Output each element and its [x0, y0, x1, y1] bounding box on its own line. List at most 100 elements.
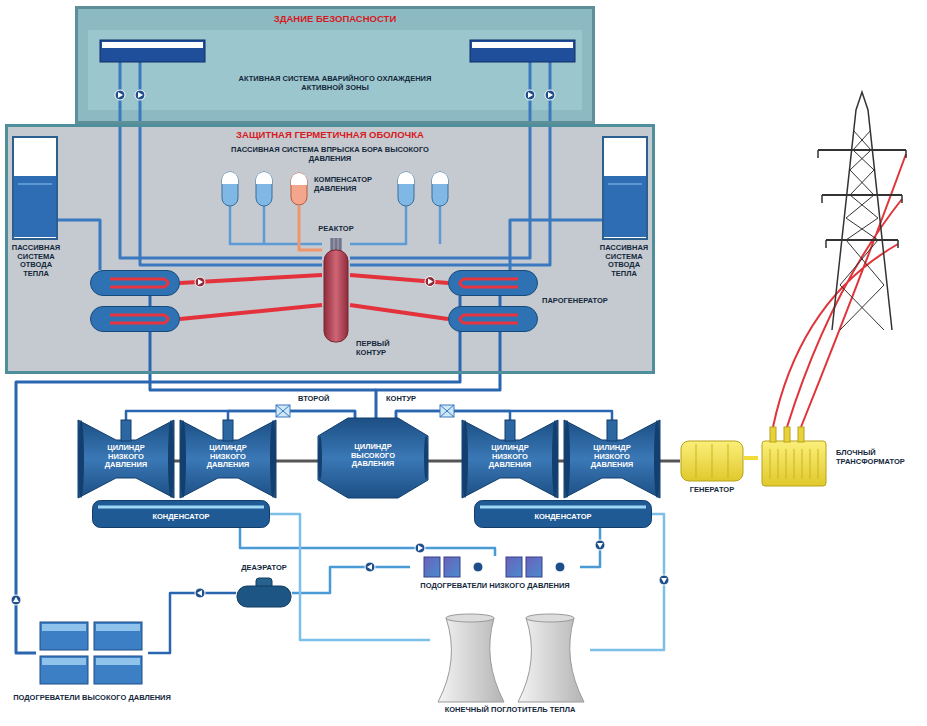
lp-heaters-shape-part: [473, 562, 483, 572]
eccs-tank-top: [472, 42, 573, 48]
text-slot: ПАССИВНАЯ СИСТЕМА ОТВОДА ТЕПЛА: [10, 244, 62, 279]
label-text: ЦИЛИНДР НИЗКОГО ДАВЛЕНИЯ: [476, 444, 544, 470]
sg-tubes: [460, 315, 518, 323]
reheater-mark: [276, 405, 290, 417]
label-text: КОНТУР: [386, 395, 428, 404]
pump-mark: [548, 92, 553, 98]
label-text: ПАССИВНАЯ СИСТЕМА ОТВОДА ТЕПЛА: [598, 244, 650, 279]
steam-generator-shape-part: [449, 271, 538, 296]
pipe-connector: [660, 460, 680, 463]
label-text: ЦИЛИНДР НИЗКОГО ДАВЛЕНИЯ: [92, 444, 160, 470]
pump-body: [425, 277, 435, 287]
text-slot: ДЕАЭРАТОР: [230, 564, 298, 573]
lp-cylinder: ЦИЛИНДР НИЗКОГО ДАВЛЕНИЯ: [462, 420, 558, 498]
pump-body: [195, 588, 205, 598]
sg-shell: [91, 271, 180, 296]
text-slot: ВТОРОЙ: [298, 395, 338, 404]
hp-heaters-shape-part: [94, 622, 142, 650]
accumulator-top: [398, 172, 414, 184]
passive-heat-tank-shape-part: [604, 176, 646, 237]
safety-building-inner: [88, 30, 582, 110]
label-text: ПАРОГЕНЕРАТОР: [542, 297, 616, 306]
deaerator: ДЕАЭРАТОР: [236, 578, 292, 608]
pump-symbol: [545, 90, 555, 100]
hp-heaters-shape-part: [42, 658, 86, 665]
reactor-vessel: РЕАКТОР: [322, 238, 350, 342]
deaerator-shape-part: [237, 586, 291, 607]
hp-cylinder-shape-part: [318, 418, 428, 498]
eccs-tank: [100, 40, 205, 62]
lp-heaters-shape-part: [506, 557, 522, 577]
steam-generator-shape-part: [460, 279, 518, 287]
pipe-connector: [228, 411, 355, 420]
lp-cylinder-shape-part: [78, 420, 84, 498]
cooling-towers-shape-part: [526, 614, 574, 622]
pipe-connector: [120, 124, 322, 258]
pump-mark: [661, 578, 667, 583]
pump-mark: [418, 545, 423, 551]
generator: ГЕНЕРАТОР: [680, 440, 744, 482]
text-slot: БЛОЧНЫЙ ТРАНСФОРМАТОР: [836, 449, 920, 466]
label-text: КОНДЕНСАТОР: [474, 513, 652, 522]
reactor-vessel-shape: [322, 238, 350, 342]
pipe-connector: [292, 567, 410, 593]
lp-heaters-shape-part: [424, 557, 440, 577]
text-slot: ЦИЛИНДР НИЗКОГО ДАВЛЕНИЯ: [578, 444, 646, 470]
label-text: КОНДЕНСАТОР: [92, 513, 270, 522]
text-slot: ПАССИВНАЯ СИСТЕМА ОТВОДА ТЕПЛА: [598, 244, 650, 279]
label-text: ЗДАНИЕ БЕЗОПАСНОСТИ: [78, 14, 592, 25]
pump-mark: [138, 92, 143, 98]
accumulator-top: [222, 172, 238, 184]
hp-cylinder-shape-part: [318, 436, 322, 480]
label-text: ЦИЛИНДР НИЗКОГО ДАВЛЕНИЯ: [194, 444, 262, 470]
pipe-connector: [16, 296, 460, 653]
reheater: [276, 405, 290, 417]
steam-generator-shape: [448, 270, 538, 296]
label-text: ПОДОГРЕВАТЕЛИ ВЫСОКОГО ДАВЛЕНИЯ: [6, 694, 178, 703]
lp-cylinder-shape-part: [564, 420, 570, 498]
text-slot: ПАРОГЕНЕРАТОР: [542, 297, 616, 306]
pump-symbol: [135, 90, 145, 100]
pump-mark: [13, 597, 19, 602]
lp-cylinder: ЦИЛИНДР НИЗКОГО ДАВЛЕНИЯ: [78, 420, 174, 498]
pump-symbol: [595, 540, 605, 550]
pump-body: [659, 575, 669, 585]
pump-body: [415, 543, 425, 553]
deaerator-shape: [236, 578, 292, 608]
lp-cylinder-shape-part: [121, 420, 131, 441]
cooling-towers: КОНЕЧНЫЙ ПОГЛОТИТЕЛЬ ТЕПЛА: [430, 612, 590, 702]
pump-mark: [367, 564, 372, 570]
sg-drum: [91, 307, 180, 332]
passive-heat-tank: ПАССИВНАЯ СИСТЕМА ОТВОДА ТЕПЛА: [602, 136, 648, 240]
condenser: КОНДЕНСАТОР: [92, 500, 270, 528]
passive-heat-tank-shape: [12, 136, 58, 240]
sg-drum: [91, 271, 180, 296]
passive-heat-tank-shape-part: [18, 184, 52, 185]
pumps: [11, 90, 669, 605]
eccs-tank: [470, 40, 575, 62]
text-slot: ЗДАНИЕ БЕЗОПАСНОСТИ: [78, 14, 592, 25]
pipe-connector: [590, 514, 664, 650]
passive-heat-tank-shape-part: [14, 176, 56, 237]
cooling-towers-shape-part: [518, 618, 584, 702]
lp-cylinder-shape-part: [462, 420, 468, 498]
accumulator: [398, 172, 414, 206]
pipe-connector: [126, 411, 355, 420]
lp-cylinder: ЦИЛИНДР НИЗКОГО ДАВЛЕНИЯ: [564, 420, 660, 498]
accumulator: [222, 172, 238, 206]
label-text: ПОДОГРЕВАТЕЛИ НИЗКОГО ДАВЛЕНИЯ: [400, 582, 590, 591]
steam-generator: ПАРОГЕНЕРАТОР: [448, 270, 538, 296]
eccs-tank-top: [102, 42, 203, 48]
sg-tubes: [110, 315, 168, 323]
pressurizer-shape: [290, 172, 308, 206]
passive-heat-tank-shape: [602, 136, 648, 240]
text-slot: КОНЕЧНЫЙ ПОГЛОТИТЕЛЬ ТЕПЛА: [420, 706, 600, 715]
pump-mark: [197, 590, 202, 596]
text-slot: ЦИЛИНДР НИЗКОГО ДАВЛЕНИЯ: [92, 444, 160, 470]
lp-cylinder: ЦИЛИНДР НИЗКОГО ДАВЛЕНИЯ: [180, 420, 276, 498]
unit-transformer: БЛОЧНЫЙ ТРАНСФОРМАТОР: [758, 425, 830, 487]
pump-body: [195, 277, 205, 287]
label-text: РЕАКТОР: [306, 225, 366, 234]
generator-shape: [680, 440, 744, 482]
text-slot: ЦИЛИНДР НИЗКОГО ДАВЛЕНИЯ: [476, 444, 544, 470]
